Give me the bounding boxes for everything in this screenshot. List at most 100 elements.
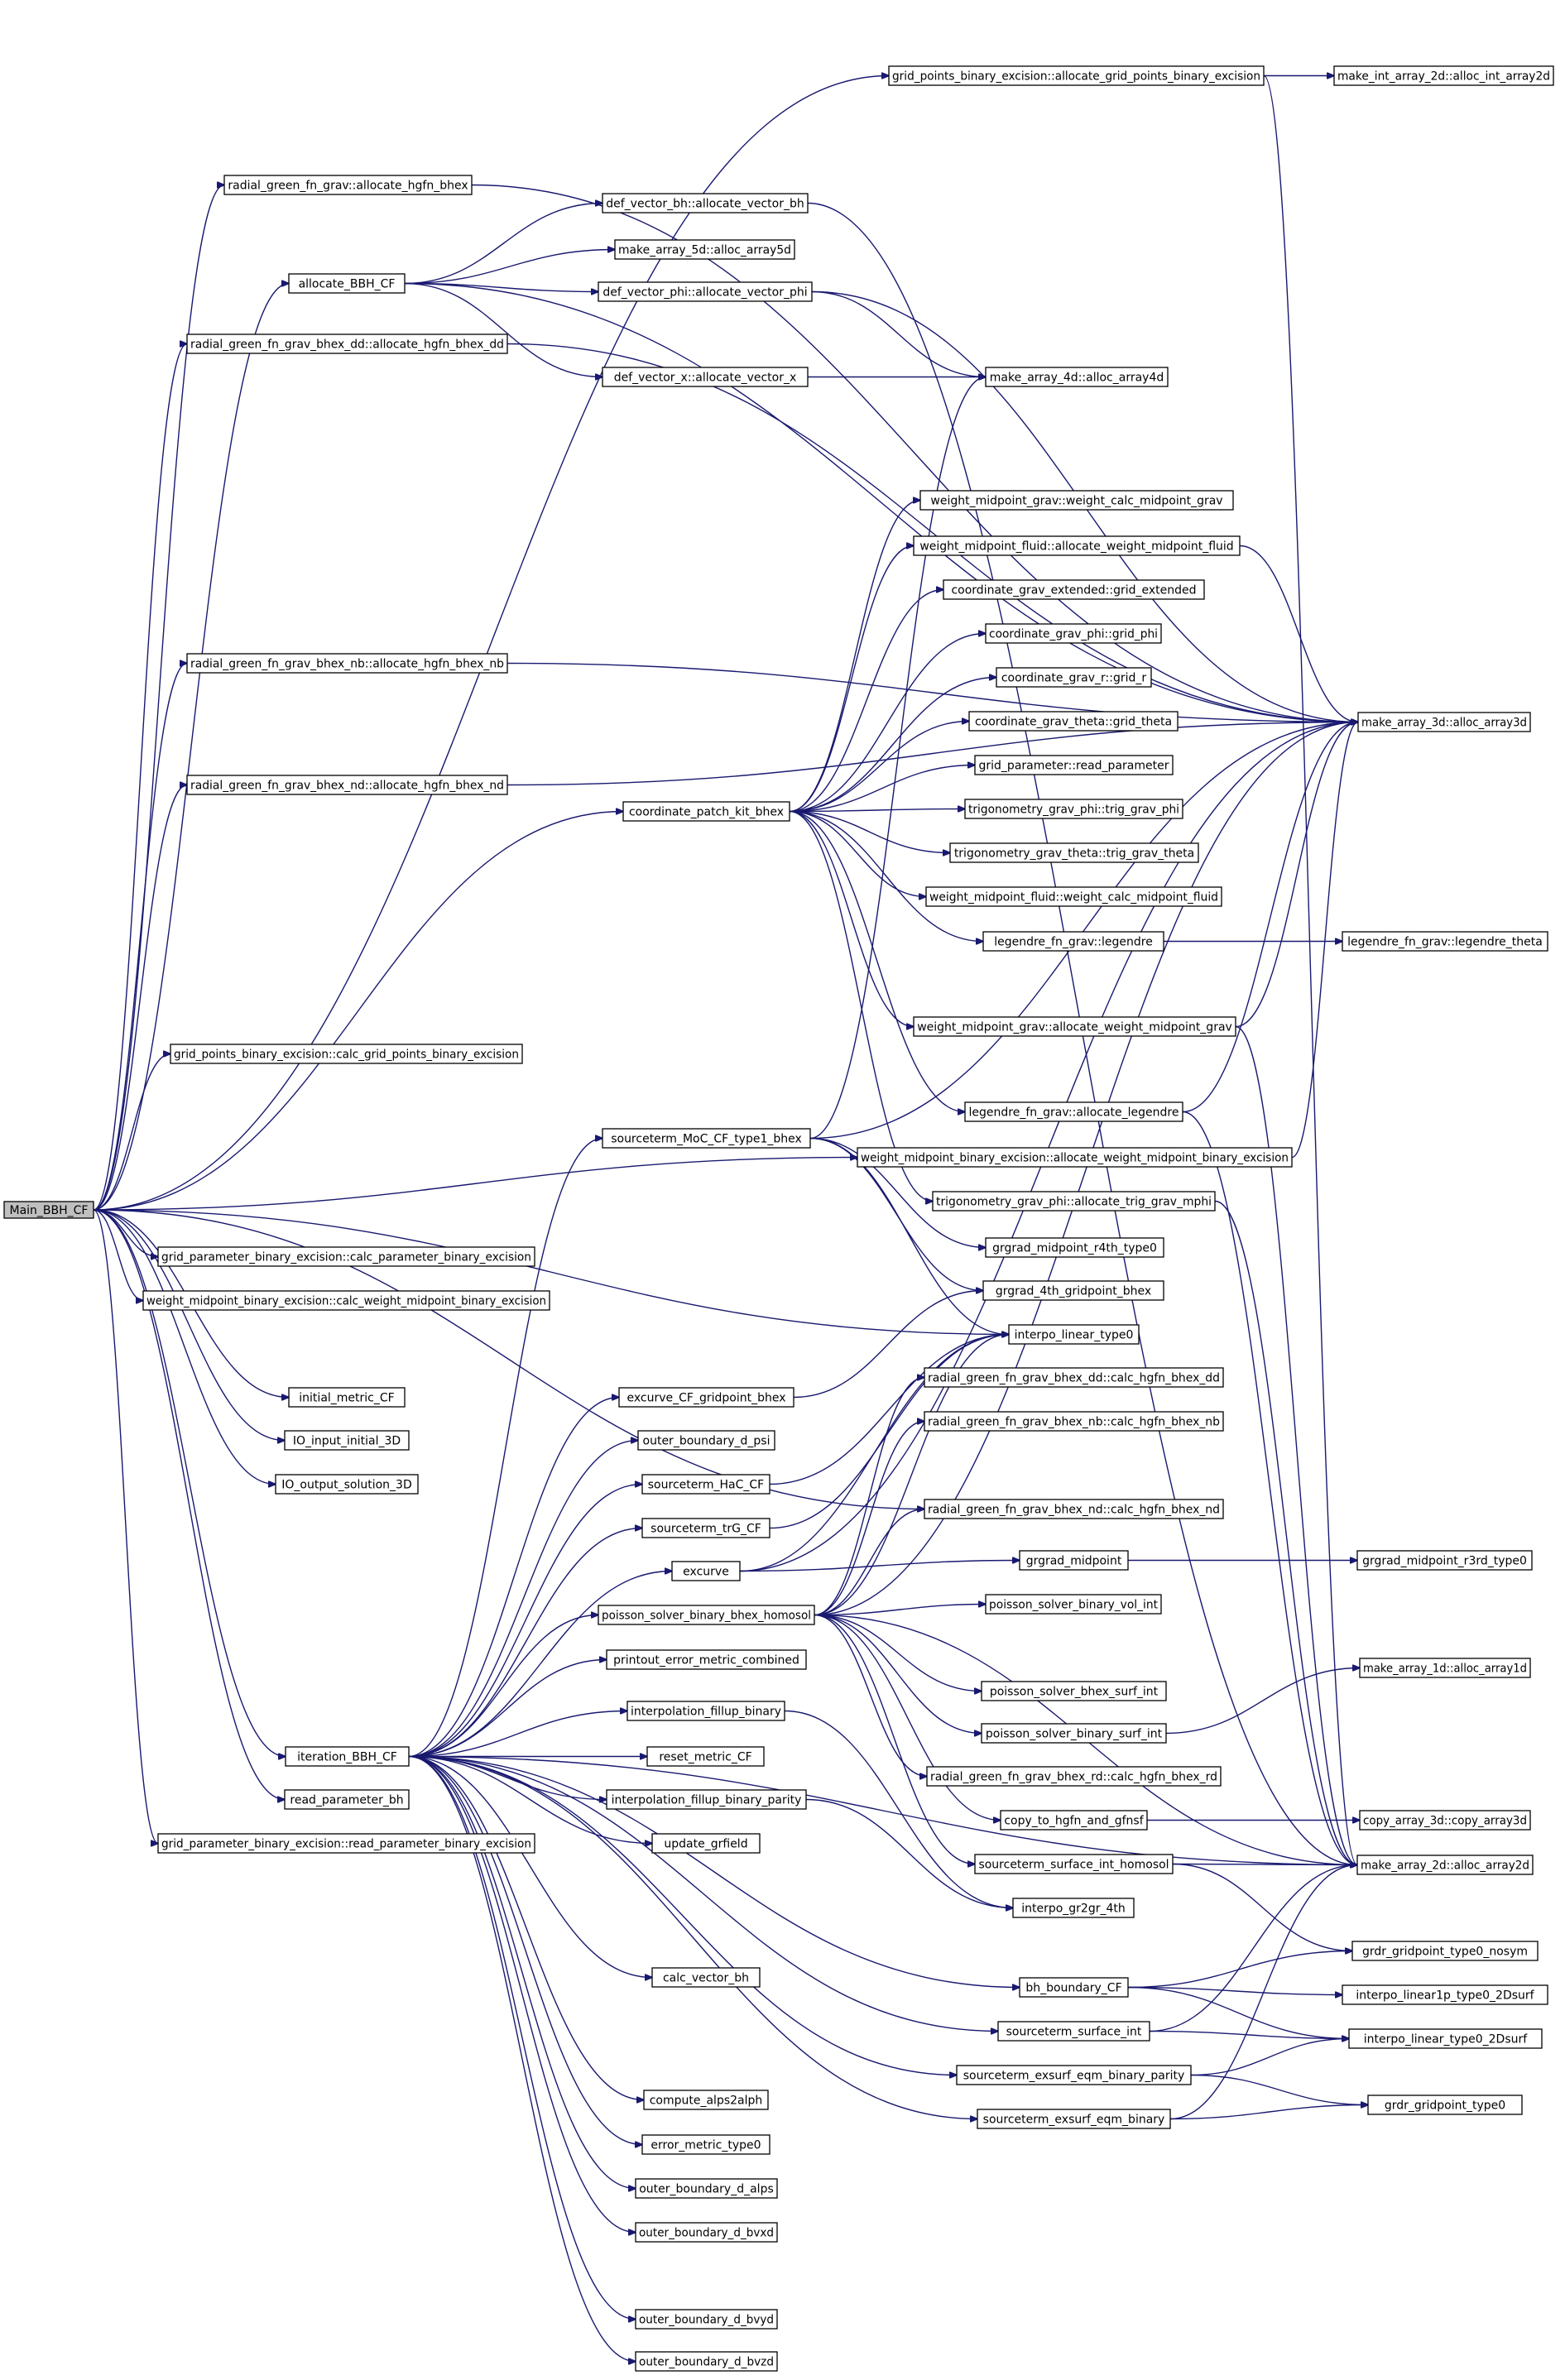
node-arr2d[interactable]: make_array_2d::alloc_array2d [1356,1855,1534,1875]
node-rg-nd[interactable]: radial_green_fn_grav_bhex_nd::allocate_h… [186,775,508,795]
node-copy3d[interactable]: copy_array_3d::copy_array3d [1359,1810,1531,1831]
node-upd[interactable]: update_grfield [651,1833,761,1854]
node-gr-r4th[interactable]: grgrad_midpoint_r4th_type0 [985,1237,1164,1258]
node-rg-nd-calc[interactable]: radial_green_fn_grav_bhex_nd::calc_hgfn_… [924,1499,1224,1519]
edge-iter-to-src_hac [408,1485,642,1758]
node-label: make_array_3d::alloc_array3d [1361,717,1527,730]
node-label: weight_midpoint_grav::weight_calc_midpoi… [930,495,1222,508]
node-reset[interactable]: reset_metric_CF [646,1746,765,1767]
node-ob-bvzd[interactable]: outer_boundary_d_bvzd [635,2351,778,2372]
node-wmb-calc[interactable]: weight_midpoint_binary_excision::calc_we… [142,1290,550,1311]
node-src-surf-h[interactable]: sourceterm_surface_int_homosol [974,1854,1174,1874]
node-wmf-alloc[interactable]: weight_midpoint_fluid::allocate_weight_m… [913,535,1241,556]
node-wmf-calc[interactable]: weight_midpoint_fluid::weight_calc_midpo… [925,886,1222,907]
node-grdr-nosym[interactable]: grdr_gridpoint_type0_nosym [1351,1941,1539,1961]
node-interp-2ds[interactable]: interpo_linear_type0_2Dsurf [1348,2028,1543,2049]
node-gr-4th[interactable]: grgrad_4th_gridpoint_bhex [982,1280,1164,1301]
node-read-bh[interactable]: read_parameter_bh [284,1789,410,1810]
node-init-metric[interactable]: initial_metric_CF [288,1387,406,1408]
node-label: excurve_CF_gridpoint_bhex [627,1392,786,1405]
node-tg-mphi[interactable]: trigonometry_grav_phi::allocate_trig_gra… [932,1191,1216,1212]
node-rg-nb-calc[interactable]: radial_green_fn_grav_bhex_nb::calc_hgfn_… [924,1411,1224,1432]
node-leg-alloc[interactable]: legendre_fn_grav::allocate_legendre [964,1101,1183,1122]
node-interp-1p[interactable]: interpo_linear1p_type0_2Dsurf [1342,1984,1548,2005]
node-gp-calc[interactable]: grid_points_binary_excision::calc_grid_p… [170,1044,523,1064]
node-label: make_array_1d::alloc_array1d [1363,1663,1527,1676]
node-rg-alloc[interactable]: radial_green_fn_grav::allocate_hgfn_bhex [223,175,473,195]
edge-psbh-to-rg_dd_calc [814,1378,924,1616]
node-gpb-calc[interactable]: grid_parameter_binary_excision::calc_par… [157,1246,535,1267]
node-io-out[interactable]: IO_output_solution_3D [275,1474,419,1495]
node-wmb-alloc[interactable]: weight_midpoint_binary_excision::allocat… [857,1147,1293,1168]
node-psb-vol[interactable]: poisson_solver_binary_vol_int [985,1594,1162,1615]
node-src-moc[interactable]: sourceterm_MoC_CF_type1_bhex [602,1128,811,1149]
edge-iter-to-src_trg [408,1528,642,1758]
node-ob-psi[interactable]: outer_boundary_d_psi [637,1430,775,1451]
node-dvphi[interactable]: def_vector_phi::allocate_vector_phi [598,281,813,302]
node-alloc-bbh[interactable]: allocate_BBH_CF [288,273,406,294]
node-label: sourceterm_surface_int_homosol [978,1859,1169,1872]
node-cg-theta[interactable]: coordinate_grav_theta::grid_theta [968,711,1179,732]
node-rg-dd-calc[interactable]: radial_green_fn_grav_bhex_dd::calc_hgfn_… [924,1367,1224,1388]
node-gpb-read[interactable]: grid_parameter_binary_excision::read_par… [157,1833,535,1854]
node-gr-mid[interactable]: grgrad_midpoint [1019,1550,1129,1571]
node-bh-bnd[interactable]: bh_boundary_CF [1019,1977,1129,1998]
node-main-bbh-cf[interactable]: Main_BBH_CF [3,1201,94,1219]
node-wmg-alloc[interactable]: weight_midpoint_grav::allocate_weight_mi… [913,1016,1236,1037]
node-psbh-surf[interactable]: poisson_solver_bhex_surf_int [981,1681,1167,1701]
node-gp-read[interactable]: grid_parameter::read_parameter [974,755,1174,775]
node-interp-fill[interactable]: interpolation_fillup_binary [626,1701,785,1721]
node-pr-err[interactable]: printout_error_metric_combined [606,1649,807,1670]
node-label: excurve [683,1566,729,1579]
node-wmg-calc[interactable]: weight_midpoint_grav::weight_calc_midpoi… [919,490,1234,511]
node-arr5d[interactable]: make_array_5d::alloc_array5d [614,239,795,260]
node-io-in[interactable]: IO_input_initial_3D [284,1430,410,1451]
node-box [1348,2028,1543,2049]
node-gr-r3rd[interactable]: grgrad_midpoint_r3rd_type0 [1356,1550,1533,1571]
node-ob-bvyd[interactable]: outer_boundary_d_bvyd [635,2309,778,2330]
node-leg-theta[interactable]: legendre_fn_grav::legendre_theta [1342,931,1548,952]
node-calc-vbh[interactable]: calc_vector_bh [651,1967,761,1988]
node-excurve[interactable]: excurve [671,1561,741,1581]
node-src-ex-par[interactable]: sourceterm_exsurf_eqm_binary_parity [956,2065,1192,2085]
node-rg-dd[interactable]: radial_green_fn_grav_bhex_dd::allocate_h… [186,333,508,354]
node-iter[interactable]: iteration_BBH_CF [285,1746,410,1767]
node-copy-hgfn[interactable]: copy_to_hgfn_and_gfnsf [1000,1810,1148,1831]
node-tg-theta[interactable]: trigonometry_grav_theta::trig_grav_theta [949,842,1199,863]
node-src-hac[interactable]: sourceterm_HaC_CF [641,1474,770,1495]
node-src-ex[interactable]: sourceterm_exsurf_eqm_binary [977,2109,1171,2129]
node-tg-phi[interactable]: trigonometry_grav_phi::trig_grav_phi [964,799,1183,819]
node-leg[interactable]: legendre_fn_grav::legendre [982,931,1164,952]
node-interp-fill-par[interactable]: interpolation_fillup_binary_parity [606,1789,807,1810]
node-cg-ext[interactable]: coordinate_grav_extended::grid_extended [943,579,1205,600]
node-cpk[interactable]: coordinate_patch_kit_bhex [622,801,790,822]
node-alps2[interactable]: compute_alps2alph [643,2090,769,2110]
node-ob-bvxd[interactable]: outer_boundary_d_bvxd [635,2222,778,2243]
node-rg-nb[interactable]: radial_green_fn_grav_bhex_nb::allocate_h… [186,653,508,674]
edge-alloc_bbh-to-dvx [404,282,602,377]
node-psbh[interactable]: poisson_solver_binary_bhex_homosol [598,1605,815,1625]
node-box [598,1605,815,1625]
node-cg-phi[interactable]: coordinate_grav_phi::grid_phi [985,623,1162,644]
node-cg-r[interactable]: coordinate_grav_r::grid_r [996,667,1152,688]
node-interp-lin[interactable]: interpo_linear_type0 [1008,1324,1140,1345]
node-arr3d[interactable]: make_array_3d::alloc_array3d [1357,712,1531,732]
node-int2d[interactable]: make_int_array_2d::alloc_int_array2d [1333,65,1554,86]
node-err0[interactable]: error_metric_type0 [641,2134,770,2155]
node-arr1d[interactable]: make_array_1d::alloc_array1d [1359,1658,1531,1678]
edge-wmb_alloc-to-arr3d [1291,722,1358,1159]
edge-psbh-to-interp_lin [814,1335,1009,1616]
node-interp-gr2gr[interactable]: interpo_gr2gr_4th [1012,1898,1135,1918]
node-src-surf[interactable]: sourceterm_surface_int [997,2021,1150,2042]
node-arr4d[interactable]: make_array_4d::alloc_array4d [985,367,1169,387]
node-dvbh[interactable]: def_vector_bh::allocate_vector_bh [602,193,809,214]
node-src-trg[interactable]: sourceterm_trG_CF [641,1518,770,1538]
edge-rg_nd-to-arr3d [506,722,1358,786]
node-dvx[interactable]: def_vector_x::allocate_vector_x [602,367,809,387]
node-psb-surf[interactable]: poisson_solver_binary_surf_int [981,1723,1167,1744]
node-grdr[interactable]: grdr_gridpoint_type0 [1367,2094,1523,2115]
node-rg-rd-calc[interactable]: radial_green_fn_grav_bhex_rd::calc_hgfn_… [926,1766,1222,1787]
node-excurve-gp[interactable]: excurve_CF_gridpoint_bhex [618,1387,795,1408]
node-gp-alloc[interactable]: grid_points_binary_excision::allocate_gr… [888,65,1265,86]
node-ob-alps[interactable]: outer_boundary_d_alps [635,2178,778,2199]
